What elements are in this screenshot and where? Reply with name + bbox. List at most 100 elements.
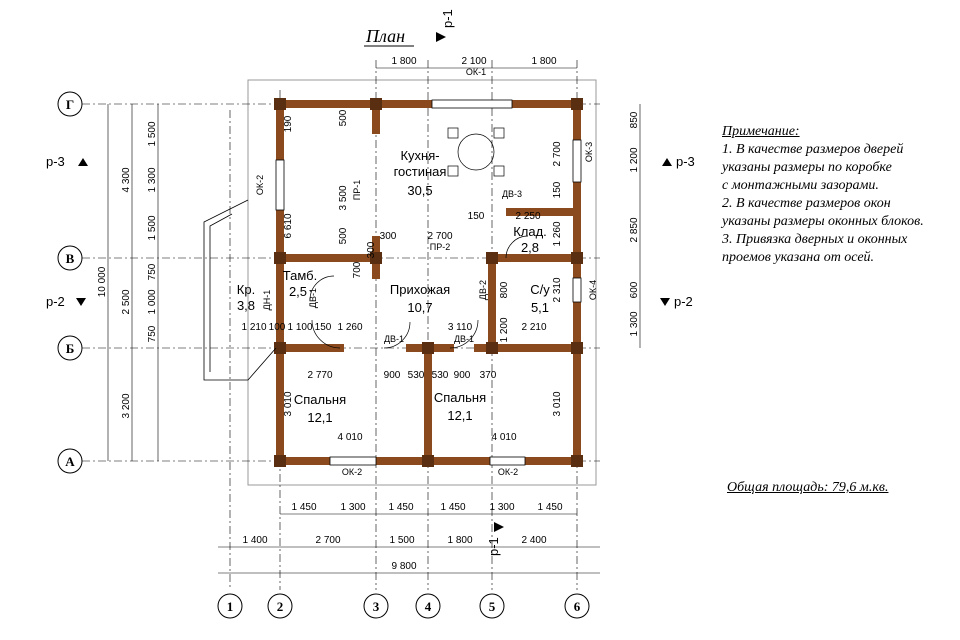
tag-dv2: ДВ-2 xyxy=(478,280,488,300)
dim-in-500a: 500 xyxy=(338,109,349,126)
dim-in-700: 700 xyxy=(352,261,363,278)
dim-in-1100: 1 100 xyxy=(287,322,312,333)
dim-axis-2400: 2 400 xyxy=(521,535,546,546)
room-bedroom1-area: 12,1 xyxy=(307,410,332,425)
dim-in-2700: 2 700 xyxy=(427,231,452,242)
axis-label-2: 2 xyxy=(277,599,284,614)
dim-in-150b: 150 xyxy=(552,181,563,198)
room-hall-name: Прихожая xyxy=(390,282,450,297)
dim-bot-1450a: 1 450 xyxy=(291,502,316,513)
dim-bot-1450d: 1 450 xyxy=(537,502,562,513)
dim-in-2700v: 2 700 xyxy=(552,141,563,166)
section-p1-bottom: р-1 xyxy=(486,537,501,556)
dim-axis-1500: 1 500 xyxy=(389,535,414,546)
room-wc-area: 5,1 xyxy=(531,300,549,315)
axis-label-g: Г xyxy=(66,97,74,112)
dim-in-1260b: 1 260 xyxy=(337,322,362,333)
room-tambour-name: Тамб. xyxy=(283,268,317,283)
axis-label-4: 4 xyxy=(425,599,432,614)
tag-dv1-bed2: ДВ-1 xyxy=(454,334,474,344)
tag-dn1: ДН-1 xyxy=(262,290,272,311)
dim-in-150c: 150 xyxy=(315,322,332,333)
total-area: Общая площадь: 79,6 м.кв. xyxy=(727,480,889,495)
dim-left-4300: 4 300 xyxy=(121,167,132,192)
section-p2-right: р-2 xyxy=(674,294,693,309)
dim-left-750a: 750 xyxy=(147,263,158,280)
room-kitchen-name-2: гостиная xyxy=(394,164,447,179)
dim-in-190: 190 xyxy=(283,115,294,132)
dim-in-900b: 900 xyxy=(454,370,471,381)
dim-in-300a: 300 xyxy=(380,231,397,242)
dining-table xyxy=(447,127,505,177)
room-hall-area: 10,7 xyxy=(407,300,432,315)
section-p1-top: р-1 xyxy=(440,9,455,28)
section-p3-right: р-3 xyxy=(676,154,695,169)
room-storage-area: 2,8 xyxy=(521,240,539,255)
dim-in-1260a: 1 260 xyxy=(552,221,563,246)
section-markers xyxy=(76,32,672,532)
notes-line: указаны размеры по коробке xyxy=(722,160,892,175)
windows xyxy=(275,99,582,466)
dim-in-2210: 2 210 xyxy=(521,322,546,333)
wall-joints xyxy=(274,98,583,467)
dim-left-1500a: 1 500 xyxy=(147,121,158,146)
notes-line: 3. Привязка дверных и оконных xyxy=(722,232,908,247)
room-kitchen-name-1: Кухня- xyxy=(400,148,439,163)
tag-ok4: ОК-4 xyxy=(588,280,598,300)
dim-in-4010b: 4 010 xyxy=(491,432,516,443)
dim-left-750b: 750 xyxy=(147,325,158,342)
dim-in-2770: 2 770 xyxy=(307,370,332,381)
axis-bubbles-numbers xyxy=(217,593,590,619)
axis-label-a: А xyxy=(65,454,75,469)
dim-axis-2700: 2 700 xyxy=(315,535,340,546)
axis-label-b: Б xyxy=(66,341,75,356)
dim-in-530a: 530 xyxy=(408,370,425,381)
room-bedroom2-name: Спальня xyxy=(434,390,486,405)
axis-bubbles-letters xyxy=(57,91,83,474)
dim-in-2310: 2 310 xyxy=(552,277,563,302)
plan-title: План xyxy=(365,26,405,46)
dim-in-150a: 150 xyxy=(468,211,485,222)
door-swings xyxy=(309,235,529,349)
dim-in-3010b: 3 010 xyxy=(552,391,563,416)
section-p3-left: р-3 xyxy=(46,154,65,169)
dim-in-100: 100 xyxy=(269,322,286,333)
notes-line: указаны размеры оконных блоков. xyxy=(722,214,924,229)
porch-outline xyxy=(203,199,277,381)
dim-in-300b: 300 xyxy=(366,241,377,258)
axis-label-v: В xyxy=(66,251,75,266)
notes-line: с монтажными зазорами. xyxy=(722,178,879,193)
tag-pr1: ПР-1 xyxy=(352,180,362,200)
dim-axis-1400: 1 400 xyxy=(242,535,267,546)
dim-left-1500b: 1 500 xyxy=(147,215,158,240)
dim-bot-1450c: 1 450 xyxy=(440,502,465,513)
room-tambour-area: 2,5 xyxy=(289,284,307,299)
dim-in-800: 800 xyxy=(499,281,510,298)
dim-top-2100: 2 100 xyxy=(461,56,486,67)
dim-in-900a: 900 xyxy=(384,370,401,381)
tag-ok2-bed2: ОК-2 xyxy=(498,467,518,477)
tag-pr2: ПР-2 xyxy=(430,242,450,252)
dim-right-600: 600 xyxy=(629,281,640,298)
dim-left-1000: 1 000 xyxy=(147,289,158,314)
dim-axis-1800: 1 800 xyxy=(447,535,472,546)
dimension-lines xyxy=(107,67,641,574)
tag-ok3: ОК-3 xyxy=(584,142,594,162)
room-bedroom2-area: 12,1 xyxy=(447,408,472,423)
dim-in-2250: 2 250 xyxy=(515,211,540,222)
section-p2-left: р-2 xyxy=(46,294,65,309)
dim-in-530b: 530 xyxy=(432,370,449,381)
dim-top-1800a: 1 800 xyxy=(391,56,416,67)
room-storage-name: Клад. xyxy=(513,224,547,239)
dim-in-1200: 1 200 xyxy=(499,317,510,342)
dim-right-2850: 2 850 xyxy=(629,217,640,242)
dim-top-1800b: 1 800 xyxy=(531,56,556,67)
dim-in-1210: 1 210 xyxy=(241,322,266,333)
dim-bot-1300a: 1 300 xyxy=(340,502,365,513)
notes-line: проемов указана от осей. xyxy=(722,250,875,265)
dim-in-370: 370 xyxy=(480,370,497,381)
outer-outline xyxy=(247,79,597,486)
dim-right-1300: 1 300 xyxy=(629,311,640,336)
tag-dv1-tambour: ДВ-1 xyxy=(308,288,318,308)
